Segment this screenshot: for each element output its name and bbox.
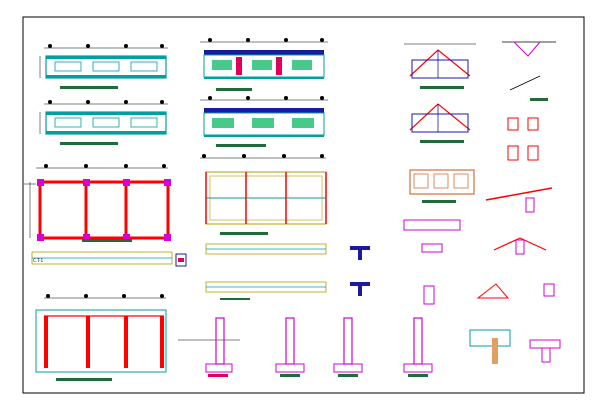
elevation-side-2 — [200, 96, 328, 147]
truss-detail — [502, 41, 556, 101]
roof-edge-details — [485, 187, 553, 255]
strip-footing-section: C.T-1 — [31, 251, 187, 267]
window-details — [507, 117, 539, 161]
small-sections-middle — [350, 246, 370, 296]
roof-plan — [35, 294, 167, 381]
elevation-side-1 — [200, 38, 328, 91]
elevation-front-1 — [39, 44, 168, 89]
gable-elevation-2 — [409, 103, 471, 143]
side-elevation-windows — [409, 169, 475, 203]
elevation-front-2 — [39, 100, 168, 145]
roof-framing-plan — [200, 154, 327, 300]
strip-tag-label: C.T-1 — [33, 258, 44, 263]
gable-elevation-1 — [404, 43, 476, 89]
column-footing-details — [178, 317, 433, 377]
sheet-border — [22, 16, 585, 394]
foundation-plan — [24, 164, 171, 242]
beam-column-joints — [403, 219, 561, 364]
